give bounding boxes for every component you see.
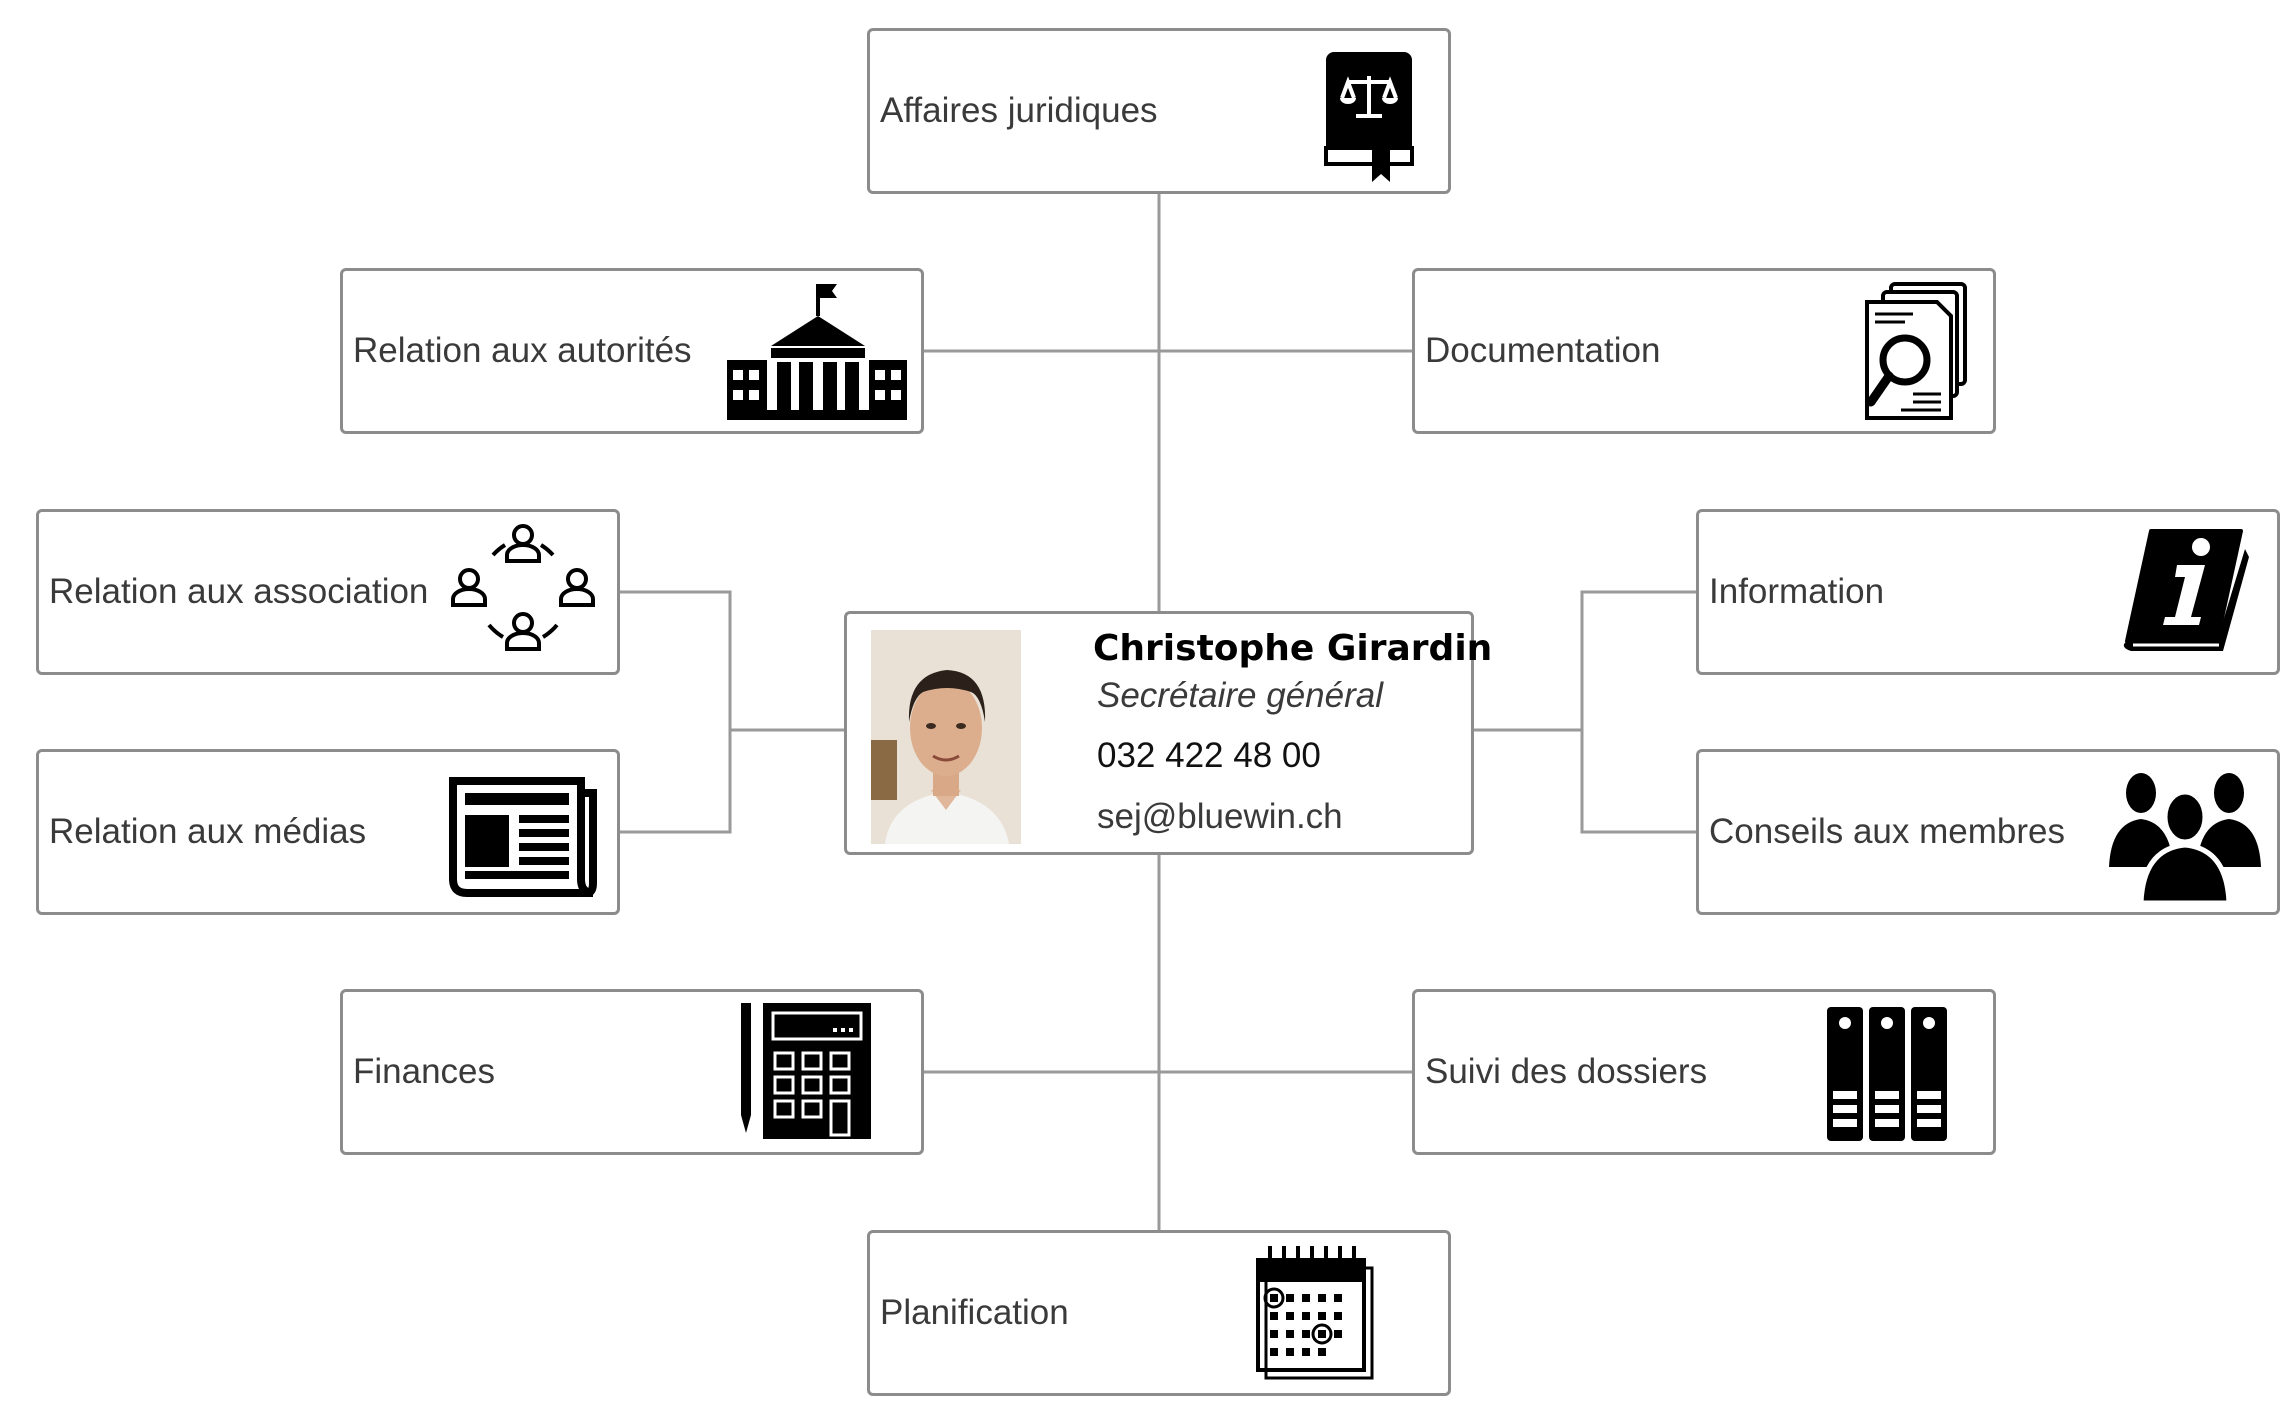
node-label: Information [1709,572,1885,611]
node-label: Documentation [1425,331,1661,370]
node-information[interactable]: Information [1696,509,2280,675]
node-relation-medias[interactable]: Relation aux médias [36,749,620,915]
person-role: Secrétaire général [1097,676,1383,715]
node-finances[interactable]: Finances [340,989,924,1155]
person-card: Christophe Girardin Secrétaire général 0… [844,611,1492,855]
node-suivi-dossiers[interactable]: Suivi des dossiers [1412,989,1996,1155]
binders-icon [1809,997,1969,1147]
person-email[interactable]: sej@bluewin.ch [1097,797,1343,836]
calculator-icon [721,997,881,1147]
node-relation-autorites[interactable]: Relation aux autorités [340,268,924,434]
node-label: Conseils aux membres [1709,812,2065,851]
portrait-photo [871,630,1021,844]
people-network-icon [443,517,603,667]
node-label: Planification [880,1293,1069,1332]
government-building-icon [721,276,911,426]
node-conseils-membres[interactable]: Conseils aux membres [1696,749,2280,915]
node-planification[interactable]: Planification [867,1230,1451,1396]
node-label: Suivi des dossiers [1425,1052,1708,1091]
calendar-icon [1244,1238,1404,1388]
node-relation-association[interactable]: Relation aux association [36,509,620,675]
newspaper-icon [443,757,603,907]
node-label: Relation aux médias [49,812,367,851]
information-book-icon [2105,517,2265,667]
node-affaires-juridiques[interactable]: Affaires juridiques [867,28,1451,194]
node-label: Relation aux association [49,572,429,611]
document-search-icon [1821,276,1981,426]
law-book-icon [1276,36,1436,186]
node-label: Finances [353,1052,496,1091]
person-name: Christophe Girardin [1093,628,1493,669]
node-label: Relation aux autorités [353,331,692,370]
node-documentation[interactable]: Documentation [1412,268,1996,434]
node-label: Affaires juridiques [880,91,1158,130]
group-icon [2105,757,2265,907]
person-phone[interactable]: 032 422 48 00 [1097,736,1321,775]
